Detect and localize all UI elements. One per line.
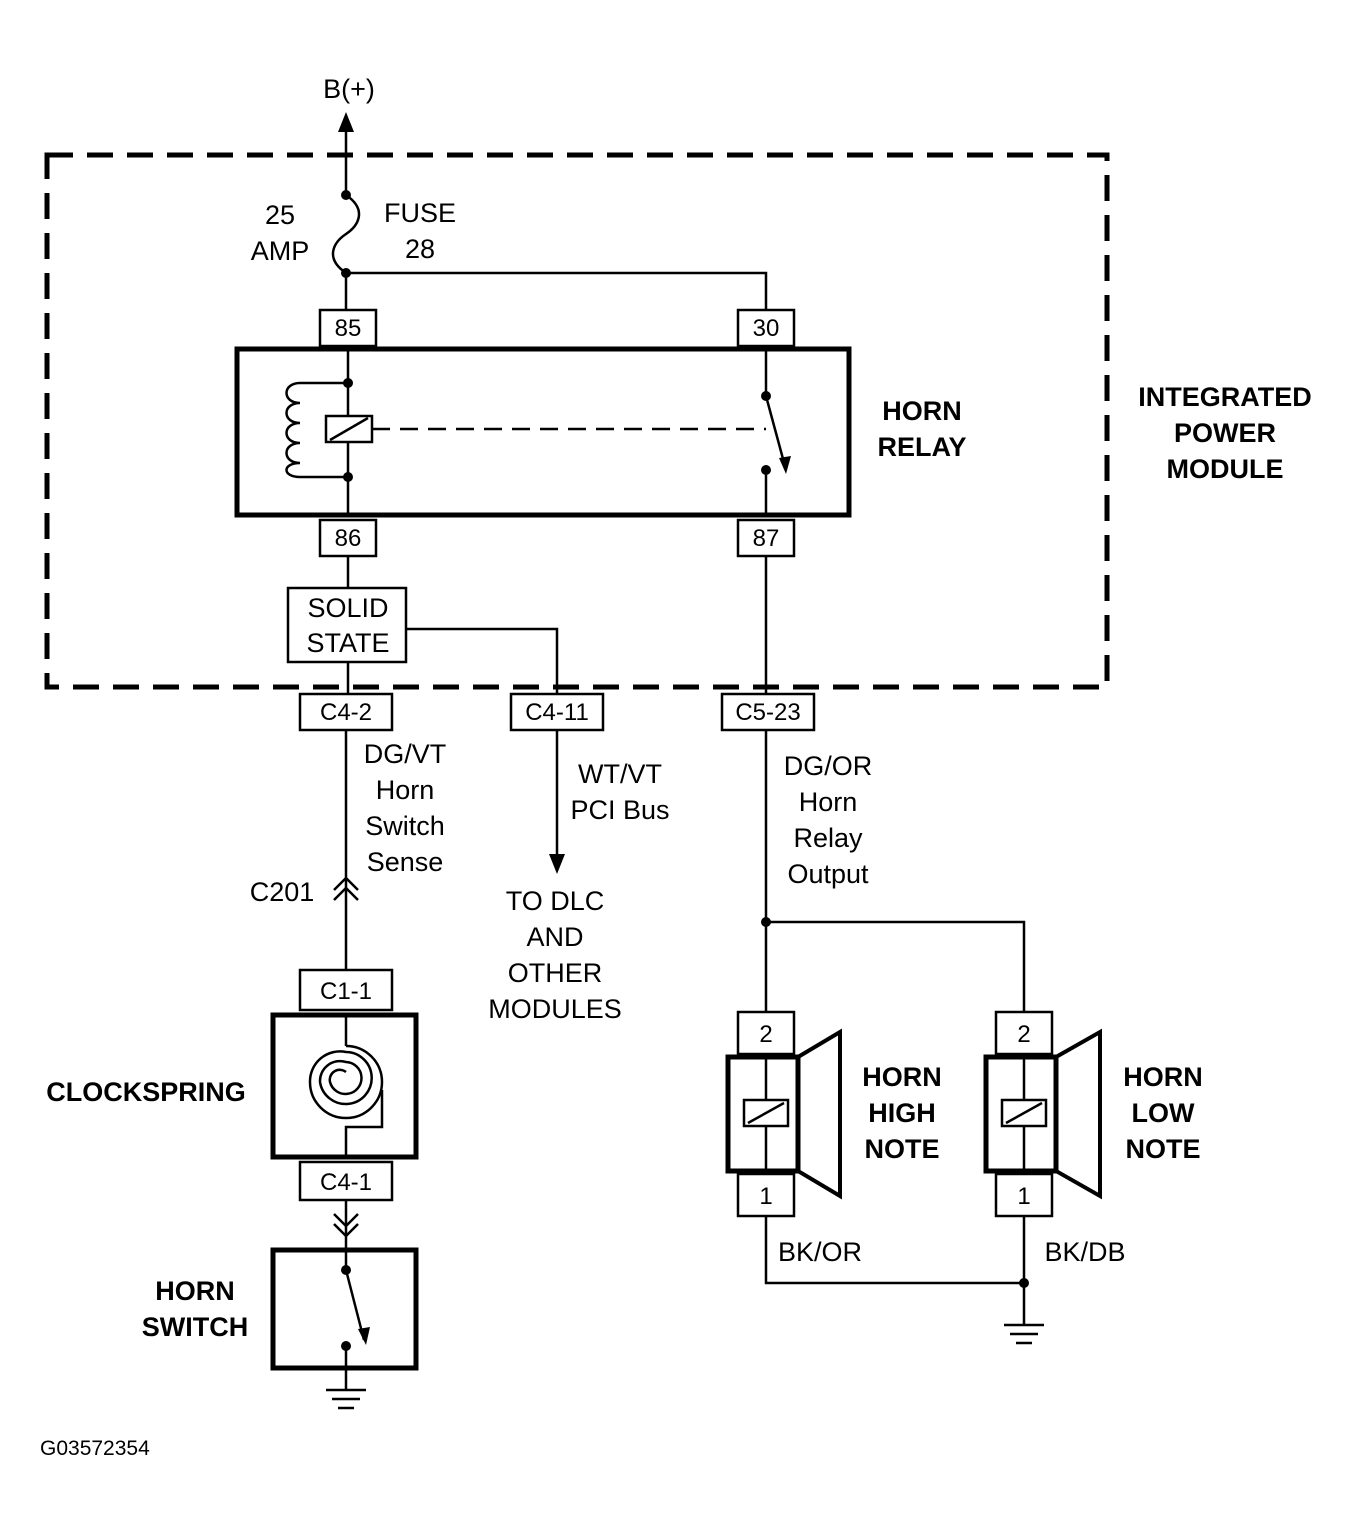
horn-switch-label-line2: SWITCH xyxy=(142,1312,248,1342)
horn-relay-label-line1: HORN xyxy=(882,396,962,426)
horn-low-icon xyxy=(1000,1028,1102,1200)
wire-to-horn-low xyxy=(766,920,1026,1012)
dlc-label-line2: AND xyxy=(526,922,583,952)
connector-c201-symbol xyxy=(333,876,359,901)
relay-coil xyxy=(285,349,374,515)
relay-pin-30: 30 xyxy=(753,315,780,342)
connector-c1-1: C1-1 xyxy=(320,978,372,1005)
relay-contact-switch xyxy=(761,349,791,515)
clockspring-box xyxy=(270,1012,419,1160)
connector-c4-1-chevrons xyxy=(333,1213,359,1238)
horn-switch-ground-icon xyxy=(326,1388,366,1410)
solid-state-line1: SOLID xyxy=(307,593,388,623)
wire-fuse-to-30 xyxy=(346,271,768,310)
horn-low-label-line3: NOTE xyxy=(1125,1134,1200,1164)
pci-bus-arrow xyxy=(549,854,565,874)
connector-c4-2-box xyxy=(298,692,394,732)
horn-switch-label-line1: HORN xyxy=(155,1276,235,1306)
horn-low-pin1-box xyxy=(994,1172,1054,1218)
sense-wire-line1: DG/VT xyxy=(364,739,447,769)
module-label-line1: INTEGRATED xyxy=(1138,382,1312,412)
fuse-rating-line1: 25 xyxy=(265,200,295,230)
horn-low-label-line1: HORN xyxy=(1123,1062,1203,1092)
fuse-name-line1: FUSE xyxy=(384,198,456,228)
fuse-rating-line2: AMP xyxy=(251,236,310,266)
output-wire-line1: DG/OR xyxy=(784,751,873,781)
sense-wire-line4: Sense xyxy=(367,847,444,877)
wire-bk-db: BK/DB xyxy=(1044,1237,1125,1267)
horn-relay-label-line2: RELAY xyxy=(877,432,966,462)
fuse-symbol xyxy=(331,190,361,278)
relay-pin-86-box xyxy=(318,518,378,558)
horn-ground-icon xyxy=(1004,1323,1044,1345)
relay-pin-87: 87 xyxy=(753,525,780,552)
dlc-label-line3: OTHER xyxy=(508,958,603,988)
fuse-name-line2: 28 xyxy=(405,234,435,264)
horn-relay-box xyxy=(234,346,852,518)
clockspring-spiral-icon xyxy=(308,1015,384,1157)
horn-low-pin-1: 1 xyxy=(1017,1183,1030,1210)
connector-c1-1-box xyxy=(298,968,394,1012)
horn-switch-box xyxy=(270,1247,419,1371)
horn-low-pin2-box xyxy=(994,1010,1054,1056)
ground-splice xyxy=(1019,1278,1029,1288)
wire-horn-high-ground xyxy=(764,1216,1024,1285)
horn-switch-contact xyxy=(341,1250,370,1390)
clockspring-label: CLOCKSPRING xyxy=(46,1077,246,1107)
connector-c201: C201 xyxy=(250,877,315,907)
horn-high-pin-1: 1 xyxy=(759,1183,772,1210)
output-wire-line3: Relay xyxy=(793,823,863,853)
horn-high-icon xyxy=(742,1028,842,1200)
connector-c4-11: C4-11 xyxy=(525,699,589,726)
wire-bk-or: BK/OR xyxy=(778,1237,862,1267)
horn-high-label-line1: HORN xyxy=(862,1062,942,1092)
horn-high-pin-2: 2 xyxy=(759,1021,772,1048)
solid-state-box xyxy=(286,586,408,664)
connector-c4-2: C4-2 xyxy=(320,699,372,726)
connector-c5-23: C5-23 xyxy=(735,699,800,726)
module-label-line2: POWER xyxy=(1174,418,1276,448)
wire-solid-state-to-c4-11 xyxy=(406,627,559,694)
module-label-line3: MODULE xyxy=(1167,454,1284,484)
solid-state-line2: STATE xyxy=(306,628,389,658)
output-wire-line4: Output xyxy=(787,859,869,889)
sense-wire-line2: Horn xyxy=(376,775,435,805)
output-wire-line2: Horn xyxy=(799,787,858,817)
horn-high-label-line2: HIGH xyxy=(868,1098,936,1128)
battery-label: B(+) xyxy=(323,74,375,104)
relay-pin-87-box xyxy=(736,518,796,558)
connector-c5-23-box xyxy=(720,692,816,732)
sense-wire-line3: Switch xyxy=(365,811,445,841)
figure-id: G03572354 xyxy=(40,1437,150,1460)
connector-c4-11-box xyxy=(509,692,605,732)
battery-positive-arrow xyxy=(338,112,354,195)
dlc-label-line4: MODULES xyxy=(488,994,622,1024)
relay-pin-85-box xyxy=(318,308,378,348)
relay-pin-86: 86 xyxy=(335,525,362,552)
pci-wire-line2: PCI Bus xyxy=(570,795,669,825)
connector-c4-1: C4-1 xyxy=(320,1169,372,1196)
pci-wire-line1: WT/VT xyxy=(578,759,662,789)
horn-low-label-line2: LOW xyxy=(1132,1098,1195,1128)
dlc-label-line1: TO DLC xyxy=(506,886,605,916)
horn-low-pin-2: 2 xyxy=(1017,1021,1030,1048)
integrated-power-module-boundary xyxy=(44,152,1110,690)
horn-high-pin2-box xyxy=(736,1010,796,1056)
relay-pin-30-box xyxy=(736,308,796,348)
relay-pin-85: 85 xyxy=(335,315,362,342)
horn-high-label-line3: NOTE xyxy=(864,1134,939,1164)
